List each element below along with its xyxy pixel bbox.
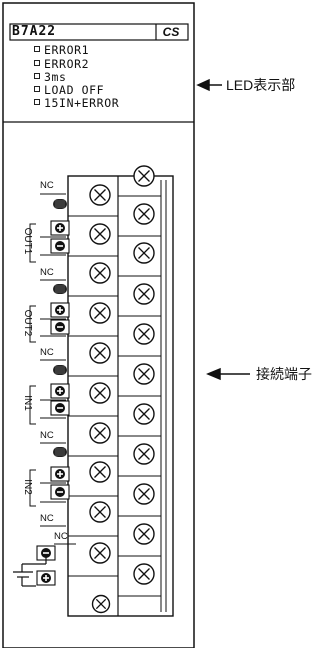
plus-terminal-icon: [50, 383, 70, 399]
led-callout-label: LED表示部: [226, 77, 296, 93]
terminal-screw-icon: [133, 403, 155, 425]
terminal-screw-icon: [133, 443, 155, 465]
terminal-screw-icon: [89, 542, 111, 564]
minus-terminal-icon: [50, 400, 70, 416]
model-label: B7A22: [12, 24, 57, 39]
terminal-screw-icon: [89, 184, 111, 206]
led-icon: [34, 86, 40, 92]
nc-label: NC: [40, 430, 54, 441]
terminal-screw-icon: [89, 382, 111, 404]
terminal-separators: [68, 195, 161, 597]
group-bracket: [29, 469, 36, 507]
terminal-screw-icon: [133, 323, 155, 345]
led-indicator: ERROR2: [34, 58, 89, 70]
terminal-callout-arrow: [206, 367, 250, 381]
terminal-screw-icon: [133, 165, 155, 187]
led-indicator: LOAD OFF: [34, 84, 104, 96]
terminal-screws: [89, 165, 155, 614]
led-icon: [34, 73, 40, 79]
led-icon: [34, 46, 40, 52]
terminal-screw-icon: [133, 203, 155, 225]
terminal-screw-icon: [89, 223, 111, 245]
led-callout-arrow: [196, 78, 222, 92]
terminal-screw-icon: [133, 283, 155, 305]
model-label-box: [9, 23, 189, 41]
led-indicator: ERROR1: [34, 44, 89, 56]
nc-pad-icon: [53, 284, 67, 294]
group-label-out1: OUT1: [22, 227, 33, 255]
terminal-screw-icon: [133, 523, 155, 545]
nc-label: NC: [40, 267, 54, 278]
led-indicator: 15IN+ERROR: [34, 97, 119, 109]
led-indicator: 3ms: [34, 71, 67, 83]
minus-terminal-icon: [50, 484, 70, 500]
terminal-screw-icon: [89, 342, 111, 364]
group-bracket: [29, 305, 36, 343]
terminal-callout-label: 接続端子: [256, 366, 312, 382]
nc-label: NC: [40, 347, 54, 358]
terminal-screw-icon: [133, 363, 155, 385]
nc-pad-icon: [53, 447, 67, 457]
power-symbol: [13, 556, 47, 587]
module-outline: [2, 2, 195, 648]
terminal-screw-icon: [89, 262, 111, 284]
terminal-screw-icon: [133, 563, 155, 585]
nc-label: NC: [40, 180, 54, 191]
terminal-screw-icon: [89, 302, 111, 324]
cs-badge: CS: [162, 25, 180, 39]
plus-terminal-icon: [36, 570, 56, 586]
group-bracket: [29, 385, 36, 425]
group-label-in2: IN2: [22, 479, 33, 495]
minus-terminal-icon: [50, 238, 70, 254]
group-label-out2: OUT2: [22, 309, 33, 337]
nc-label: NC: [54, 531, 68, 542]
minus-terminal-icon: [50, 319, 70, 335]
terminal-screw-icon: [91, 594, 111, 614]
group-label-in1: IN1: [22, 395, 33, 411]
nc-pad-icon: [53, 199, 67, 209]
signal-symbols: [29, 193, 76, 586]
plus-terminal-icon: [50, 466, 70, 482]
nc-pad-icon: [53, 365, 67, 375]
nc-label: NC: [40, 513, 54, 524]
terminal-screw-icon: [89, 422, 111, 444]
plus-terminal-icon: [50, 220, 70, 236]
terminal-screw-icon: [89, 501, 111, 523]
plus-terminal-icon: [50, 302, 70, 318]
led-icon: [34, 60, 40, 66]
led-icon: [34, 99, 40, 105]
terminal-screw-icon: [133, 483, 155, 505]
terminal-screw-icon: [133, 242, 155, 264]
group-bracket: [29, 223, 36, 263]
terminal-screw-icon: [89, 461, 111, 483]
